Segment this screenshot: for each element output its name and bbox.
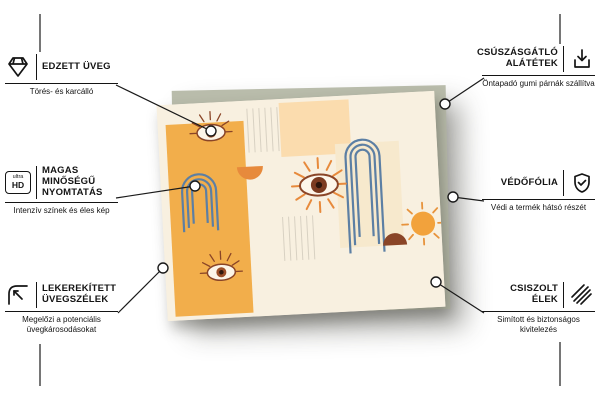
board-artwork	[156, 90, 446, 322]
rule	[482, 199, 595, 200]
feature-subtitle: Megelőzi a potenciális üvegkárosodásokat	[22, 315, 101, 335]
callout-marker	[447, 191, 459, 203]
feature-subtitle: Védi a termék hátsó részét	[490, 203, 587, 212]
feature-title: EDZETT ÜVEG	[42, 60, 111, 72]
feature-title: CSISZOLT ÉLEK	[510, 283, 558, 305]
glass-board	[156, 90, 446, 322]
feature-title: VÉDŐFÓLIA	[500, 176, 558, 188]
rule	[5, 311, 118, 312]
feature-title: MAGAS MINŐSÉGŰ NYOMTATÁS	[42, 165, 103, 198]
feature-subtitle: Simított és biztonságos kivitelezés	[497, 315, 580, 335]
feature-subtitle: Öntapadó gumi párnák szállítva	[482, 79, 595, 88]
anti-slip-pads-icon	[569, 46, 595, 72]
feature-subtitle: Intenzív színek és éles kép	[13, 205, 110, 215]
shield-check-icon	[569, 170, 595, 196]
feature-title: CSÚSZÁSGÁTLÓ ALÁTÉTEK	[476, 47, 558, 69]
feature-title: LEKEREKÍTETT ÜVEGSZÉLEK	[42, 283, 117, 305]
feature-rounded-edges: LEKEREKÍTETT ÜVEGSZÉLEK Megelőzi a poten…	[5, 282, 118, 336]
feature-polished-edges: CSISZOLT ÉLEK Simított és biztonságos ki…	[482, 282, 595, 336]
divider	[36, 166, 37, 199]
divider	[36, 54, 37, 80]
diamond-icon	[5, 54, 31, 80]
rule	[5, 83, 118, 84]
polished-edges-icon	[569, 282, 595, 308]
divider	[563, 46, 564, 72]
feature-subtitle: Törés- és karcálló	[29, 87, 94, 96]
divider	[563, 282, 564, 308]
feature-anti-slip-pads: CSÚSZÁSGÁTLÓ ALÁTÉTEK Öntapadó gumi párn…	[477, 46, 595, 89]
rule	[5, 201, 118, 203]
rule	[482, 75, 595, 76]
divider	[36, 282, 37, 308]
rounded-corner-icon	[5, 282, 31, 308]
feature-tempered-glass: EDZETT ÜVEG Törés- és karcálló	[5, 54, 118, 97]
divider	[563, 170, 564, 196]
rule	[482, 311, 595, 312]
feature-protective-film: VÉDŐFÓLIA Védi a termék hátsó részét	[482, 170, 595, 213]
